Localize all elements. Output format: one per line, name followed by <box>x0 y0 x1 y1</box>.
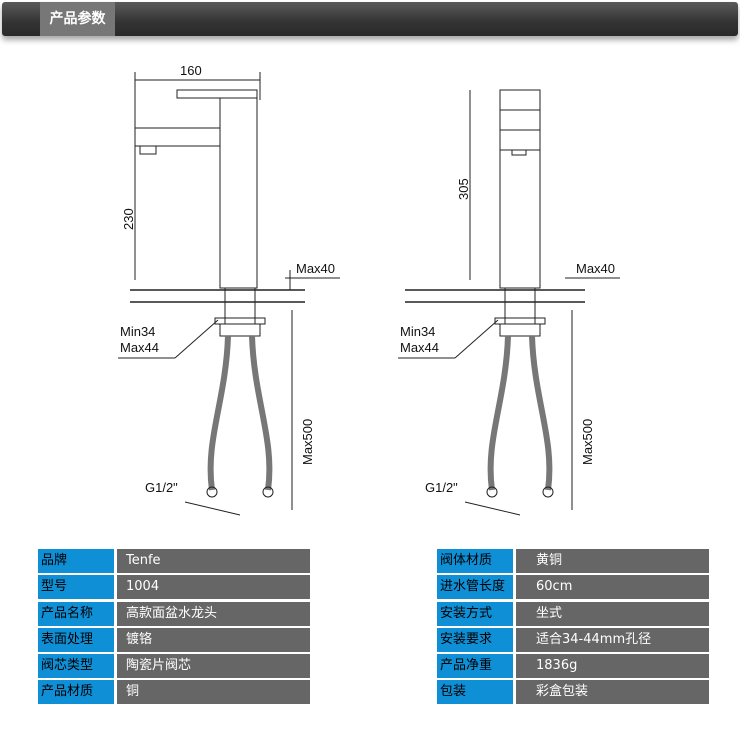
spec-value: 1836g <box>516 654 709 679</box>
spec-label: 产品名称 <box>38 601 114 626</box>
height-dimension: 230 <box>121 208 136 230</box>
thread-size: G1/2" <box>145 480 178 495</box>
faucet-technical-drawing: 160 230 Max40 Min34 Max44 Max500 G1/2" 3… <box>118 63 620 516</box>
spec-value: 彩盒包装 <box>516 680 709 705</box>
table-row: 产品材质铜 <box>38 680 310 705</box>
spec-label: 品牌 <box>38 549 114 573</box>
spec-label: 安装要求 <box>437 627 513 652</box>
spec-value: 黄铜 <box>516 549 709 573</box>
spec-value: 陶瓷片阀芯 <box>117 654 310 679</box>
side-view-drawing: 160 230 Max40 Min34 Max44 Max500 G1/2" <box>118 63 340 516</box>
spec-value: 60cm <box>516 575 709 600</box>
spec-value: 高款面盆水龙头 <box>117 601 310 626</box>
spec-label: 产品材质 <box>38 680 114 705</box>
spec-value: 1004 <box>117 575 310 600</box>
section-title: 产品参数 <box>40 2 115 36</box>
section-header: 产品参数 <box>2 2 738 36</box>
hole-max: Max44 <box>400 340 439 355</box>
deck-thickness: Max40 <box>576 261 615 276</box>
thread-size: G1/2" <box>425 480 458 495</box>
spec-label: 包装 <box>437 680 513 705</box>
spec-label: 阀芯类型 <box>38 654 114 679</box>
spec-value: 铜 <box>117 680 310 705</box>
hole-min: Min34 <box>120 324 155 339</box>
height-dimension: 305 <box>456 178 471 200</box>
hose-length: Max500 <box>300 419 315 465</box>
table-row: 表面处理镀铬 <box>38 627 310 652</box>
hole-max: Max44 <box>120 340 159 355</box>
table-row: 阀芯类型陶瓷片阀芯 <box>38 654 310 679</box>
table-row: 产品名称高款面盆水龙头 <box>38 601 310 626</box>
spec-label: 表面处理 <box>38 627 114 652</box>
table-row: 阀体材质黄铜 <box>437 549 709 573</box>
spec-label: 进水管长度 <box>437 575 513 600</box>
hole-min: Min34 <box>400 324 435 339</box>
table-row: 包装彩盒包装 <box>437 680 709 705</box>
deck-thickness: Max40 <box>296 261 335 276</box>
spec-value: 镀铬 <box>117 627 310 652</box>
spec-label: 产品净重 <box>437 654 513 679</box>
spec-value: 坐式 <box>516 601 709 626</box>
table-row: 安装要求适合34-44mm孔径 <box>437 627 709 652</box>
hose-length: Max500 <box>580 419 595 465</box>
width-dimension: 160 <box>180 63 202 78</box>
spec-label: 安装方式 <box>437 601 513 626</box>
table-row: 安装方式坐式 <box>437 601 709 626</box>
spec-value: Tenfe <box>117 549 310 573</box>
spec-label: 型号 <box>38 575 114 600</box>
spec-label: 阀体材质 <box>437 549 513 573</box>
front-view-drawing: 305 Max40 Min34 Max44 Max500 G1/2" <box>398 89 620 516</box>
spec-value: 适合34-44mm孔径 <box>516 627 709 652</box>
